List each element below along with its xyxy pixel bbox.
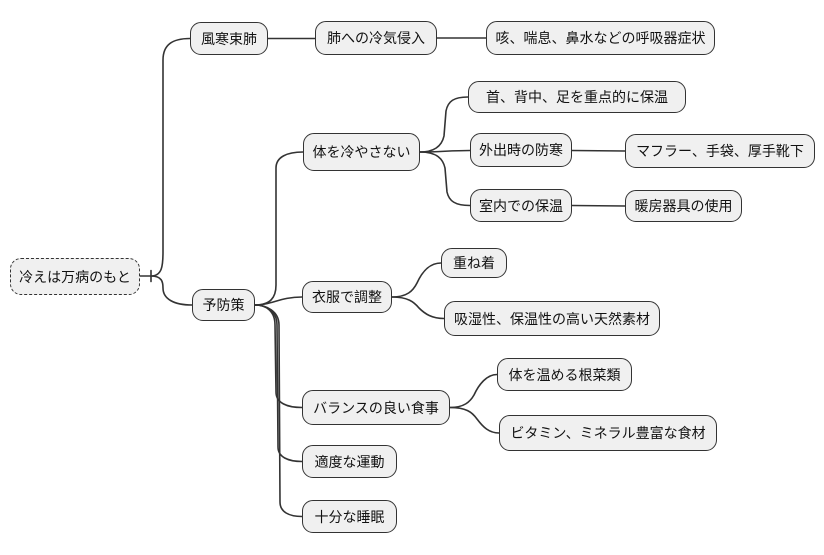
node-heating-devices[interactable]: 暖房器具の使用 (625, 190, 742, 222)
node-clothing-adjustment[interactable]: 衣服で調整 (302, 281, 392, 313)
node-sufficient-sleep[interactable]: 十分な睡眠 (302, 500, 397, 533)
node-natural-materials[interactable]: 吸湿性、保温性の高い天然素材 (444, 301, 660, 336)
edge-root-stub (139, 269, 152, 283)
edge-clothing-adjustment-to-natural-materials (391, 296, 445, 320)
node-respiratory-symptoms[interactable]: 咳、喘息、鼻水などの呼吸器症状 (486, 21, 715, 55)
node-wind-cold-lung[interactable]: 風寒束肺 (190, 22, 268, 55)
edge-balanced-diet-to-vitamin-mineral-foods (449, 406, 500, 434)
node-root[interactable]: 冷えは万病のもと (10, 258, 140, 295)
edge-balanced-diet-to-root-vegetables (449, 373, 498, 409)
edge-indoor-warmth-to-heating-devices (571, 204, 626, 207)
node-root-vegetables[interactable]: 体を温める根菜類 (497, 358, 632, 391)
node-scarf-gloves-socks[interactable]: マフラー、手袋、厚手靴下 (625, 134, 815, 168)
edge-root-to-prevention (150, 275, 193, 306)
edge-prevention-to-clothing-adjustment (254, 296, 303, 306)
node-moderate-exercise[interactable]: 適度な運動 (302, 445, 397, 478)
node-prevention[interactable]: 予防策 (192, 289, 255, 321)
edge-outdoor-protection-to-scarf-gloves-socks (571, 149, 626, 152)
node-warm-neck-back-feet[interactable]: 首、背中、足を重点的に保温 (468, 81, 686, 113)
edge-prevention-to-sufficient-sleep (254, 304, 303, 518)
edge-clothing-adjustment-to-layering (391, 262, 442, 298)
node-keep-body-warm[interactable]: 体を冷やさない (303, 133, 420, 171)
node-outdoor-protection[interactable]: 外出時の防寒 (470, 133, 572, 167)
node-balanced-diet[interactable]: バランスの良い食事 (302, 390, 450, 425)
edge-keep-body-warm-to-warm-neck-back-feet (419, 96, 469, 153)
node-vitamin-mineral-foods[interactable]: ビタミン、ミネラル豊富な食材 (499, 415, 717, 451)
node-cold-air-invasion[interactable]: 肺への冷気侵入 (315, 21, 437, 55)
edge-keep-body-warm-to-indoor-warmth (419, 151, 471, 207)
node-layering[interactable]: 重ね着 (441, 248, 507, 278)
edge-root-to-wind-cold-lung (150, 37, 191, 277)
node-indoor-warmth[interactable]: 室内での保温 (470, 189, 572, 222)
edge-prevention-to-keep-body-warm (254, 151, 304, 306)
